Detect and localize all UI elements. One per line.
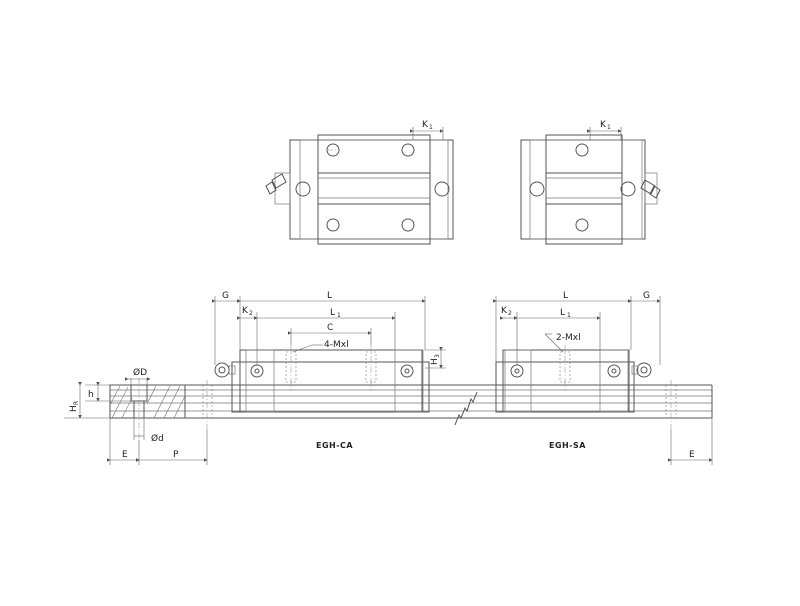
dimensions-ca: G L K 2 L 1 C 4-Mxl H 3 [212,291,446,369]
l1-label-ca: L [330,308,335,318]
l1-sub-sa: 1 [567,312,571,319]
k2-sub-sa: 2 [508,310,512,317]
h-label: h [88,390,94,400]
l-label-ca: L [327,291,332,301]
top-view-sa-block: K 1 [520,120,661,245]
k1-label-sa: K [600,120,607,130]
p-label: P [173,450,179,460]
l1-label-sa: L [560,308,565,318]
rail-side-view [109,378,713,440]
e-label-right: E [689,450,695,460]
l-label-sa: L [563,291,568,301]
od-large-label: ØD [133,367,147,378]
model-label-sa: EGH-SA [549,441,586,450]
e-label-left: E [122,450,128,460]
rail-section-hatch [109,378,186,440]
c-label: C [327,323,333,333]
k1-sub-sa: 1 [607,124,611,131]
k2-label-ca: K [242,306,249,316]
k1-label-ca: K [422,120,429,130]
g-label-sa: G [643,291,650,301]
tap-4-label: 4-Mxl [324,340,349,350]
k1-sub-ca: 1 [429,124,433,131]
k2-label-sa: K [501,306,508,316]
grease-nipple-side-sa-icon [631,362,652,378]
side-view-sa-block [495,345,652,413]
tap-2-label: 2-Mxl [556,333,581,343]
side-view-ca-block [214,345,430,413]
od-small-label: Ød [151,433,164,444]
top-view-ca-block: K 1 [265,120,454,245]
hr-sub: R [73,401,80,405]
dimensions-rail-section: ØD Ød h H R E P E [64,367,713,465]
g-label-ca: G [222,291,229,301]
model-label-ca: EGH-CA [316,441,353,450]
hr-label: H [69,405,79,412]
h3-sub: 3 [434,354,441,358]
h3-label: H [430,358,440,365]
l1-sub-ca: 1 [337,312,341,319]
grease-nipple-left-icon [265,173,287,195]
dimensions-sa: L G K 2 L 1 2-Mxl [493,291,661,365]
grease-nipple-side-ca-icon [214,362,236,378]
grease-nipple-right-icon [640,179,661,199]
k2-sub-ca: 2 [249,310,253,317]
